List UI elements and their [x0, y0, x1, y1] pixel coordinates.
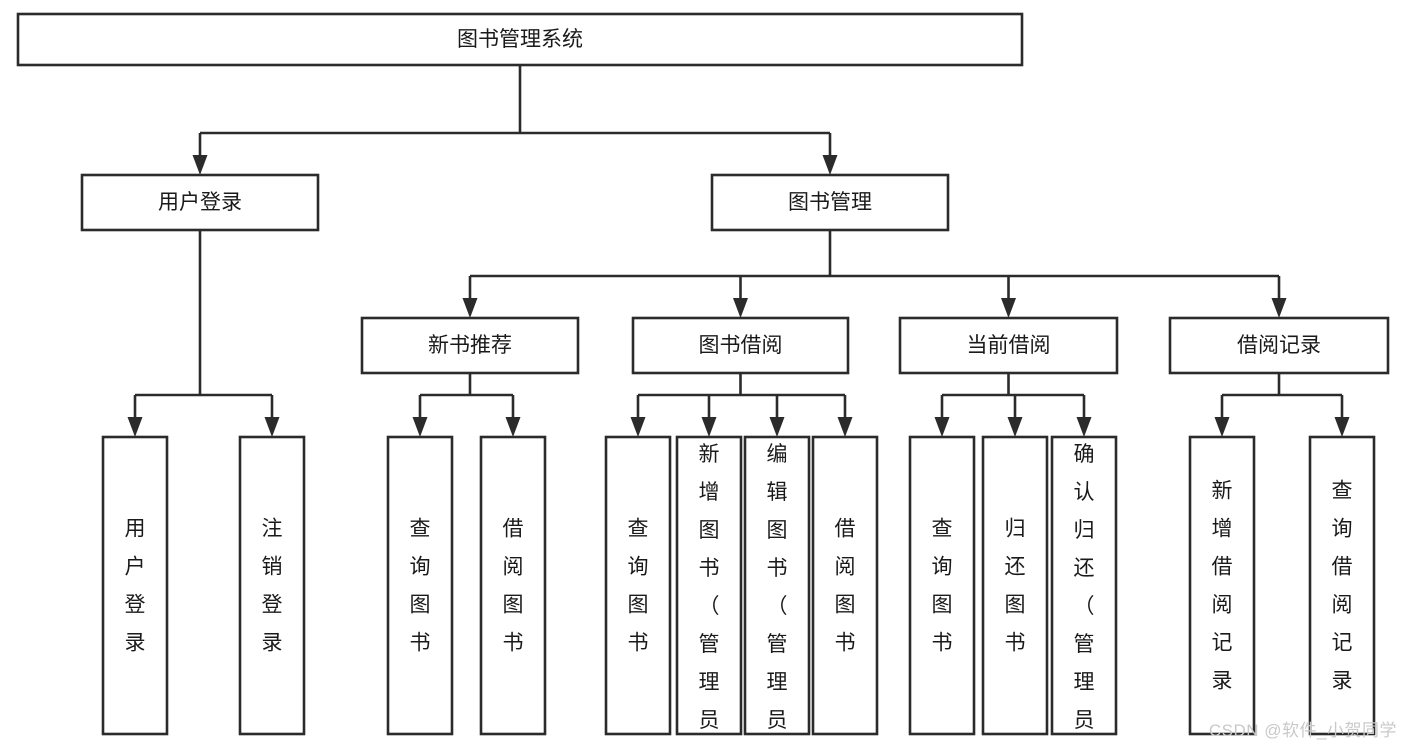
- node-box: [479, 435, 547, 736]
- node-r_add[interactable]: 新增借阅记录: [1188, 435, 1256, 736]
- node-label: 当前借阅: [967, 334, 1051, 357]
- node-current[interactable]: 当前借阅: [898, 316, 1119, 375]
- node-login[interactable]: 用户登录: [80, 173, 320, 232]
- node-label: 用户登录: [158, 191, 242, 214]
- arrowhead-icon: [192, 155, 208, 175]
- node-box: [710, 173, 950, 232]
- nodes-layer: 图书管理系统用户登录图书管理新书推荐图书借阅当前借阅借阅记录用户登录注销登录查询…: [16, 12, 1390, 747]
- node-b_edit[interactable]: 编辑图书（管理员）: [743, 435, 811, 747]
- node-label: 查询图书: [932, 518, 953, 655]
- node-box: [631, 316, 850, 375]
- node-label: 编辑图书（管理员）: [767, 443, 788, 747]
- node-l_logout[interactable]: 注销登录: [238, 435, 306, 736]
- node-label: 查询图书: [628, 518, 649, 655]
- node-label: 查询借阅记录: [1332, 480, 1353, 693]
- arrowhead-icon: [733, 298, 748, 318]
- node-label: 归还图书: [1005, 518, 1026, 655]
- node-label: 用户登录: [125, 518, 146, 655]
- node-box: [101, 435, 169, 736]
- node-newbook[interactable]: 新书推荐: [360, 316, 580, 375]
- node-box: [898, 316, 1119, 375]
- node-box: [238, 435, 306, 736]
- node-label: 注销登录: [262, 518, 283, 655]
- node-box: [386, 435, 454, 736]
- node-box: [1308, 435, 1376, 736]
- arrowhead-icon: [1076, 417, 1092, 437]
- node-label: 新增图书（管理员）: [699, 443, 720, 747]
- arrowhead-icon: [264, 417, 280, 437]
- arrowhead-icon: [1007, 417, 1023, 437]
- node-r_query[interactable]: 查询借阅记录: [1308, 435, 1376, 736]
- arrowhead-icon: [837, 417, 853, 437]
- node-box: [1050, 435, 1118, 736]
- node-label: 图书管理: [788, 191, 872, 214]
- node-label: 借阅图书: [835, 518, 856, 655]
- arrowhead-icon: [1334, 417, 1350, 437]
- edges-layer: [127, 65, 1350, 437]
- node-b_query[interactable]: 查询图书: [604, 435, 672, 736]
- arrowhead-icon: [505, 417, 521, 437]
- arrowhead-icon: [630, 417, 646, 437]
- node-box: [604, 435, 672, 736]
- node-label: 新书推荐: [428, 334, 512, 357]
- node-c_query[interactable]: 查询图书: [908, 435, 976, 736]
- arrowhead-icon: [1271, 298, 1287, 318]
- node-b_add[interactable]: 新增图书（管理员）: [675, 435, 743, 747]
- node-box: [811, 435, 879, 736]
- node-box: [16, 12, 1024, 67]
- node-label: 新增借阅记录: [1212, 480, 1233, 693]
- node-records[interactable]: 借阅记录: [1168, 316, 1390, 375]
- node-box: [1188, 435, 1256, 736]
- node-c_confirm[interactable]: 确认归还（管理员）: [1050, 435, 1118, 747]
- arrowhead-icon: [769, 417, 785, 437]
- node-b_borrow[interactable]: 借阅图书: [811, 435, 879, 736]
- node-label: 借阅图书: [503, 518, 524, 655]
- node-borrow[interactable]: 图书借阅: [631, 316, 850, 375]
- node-box: [743, 435, 811, 736]
- node-box: [80, 173, 320, 232]
- arrowhead-icon: [701, 417, 717, 437]
- arrowhead-icon: [127, 417, 143, 437]
- arrowhead-icon: [462, 298, 478, 318]
- node-label: 查询图书: [410, 518, 431, 655]
- node-label: 确认归还（管理员）: [1074, 443, 1095, 747]
- node-box: [1168, 316, 1390, 375]
- node-l_login[interactable]: 用户登录: [101, 435, 169, 736]
- arrowhead-icon: [412, 417, 428, 437]
- node-box: [675, 435, 743, 736]
- node-c_return[interactable]: 归还图书: [981, 435, 1049, 736]
- arrowhead-icon: [822, 155, 838, 175]
- node-box: [908, 435, 976, 736]
- node-box: [981, 435, 1049, 736]
- node-bookmgr[interactable]: 图书管理: [710, 173, 950, 232]
- node-label: 借阅记录: [1237, 334, 1321, 357]
- arrowhead-icon: [1214, 417, 1230, 437]
- node-label: 图书借阅: [699, 334, 783, 357]
- arrowhead-icon: [934, 417, 950, 437]
- node-n_query[interactable]: 查询图书: [386, 435, 454, 736]
- arrowhead-icon: [1001, 298, 1016, 318]
- node-n_borrow[interactable]: 借阅图书: [479, 435, 547, 736]
- node-root[interactable]: 图书管理系统: [16, 12, 1024, 67]
- node-box: [360, 316, 580, 375]
- node-label: 图书管理系统: [457, 28, 583, 51]
